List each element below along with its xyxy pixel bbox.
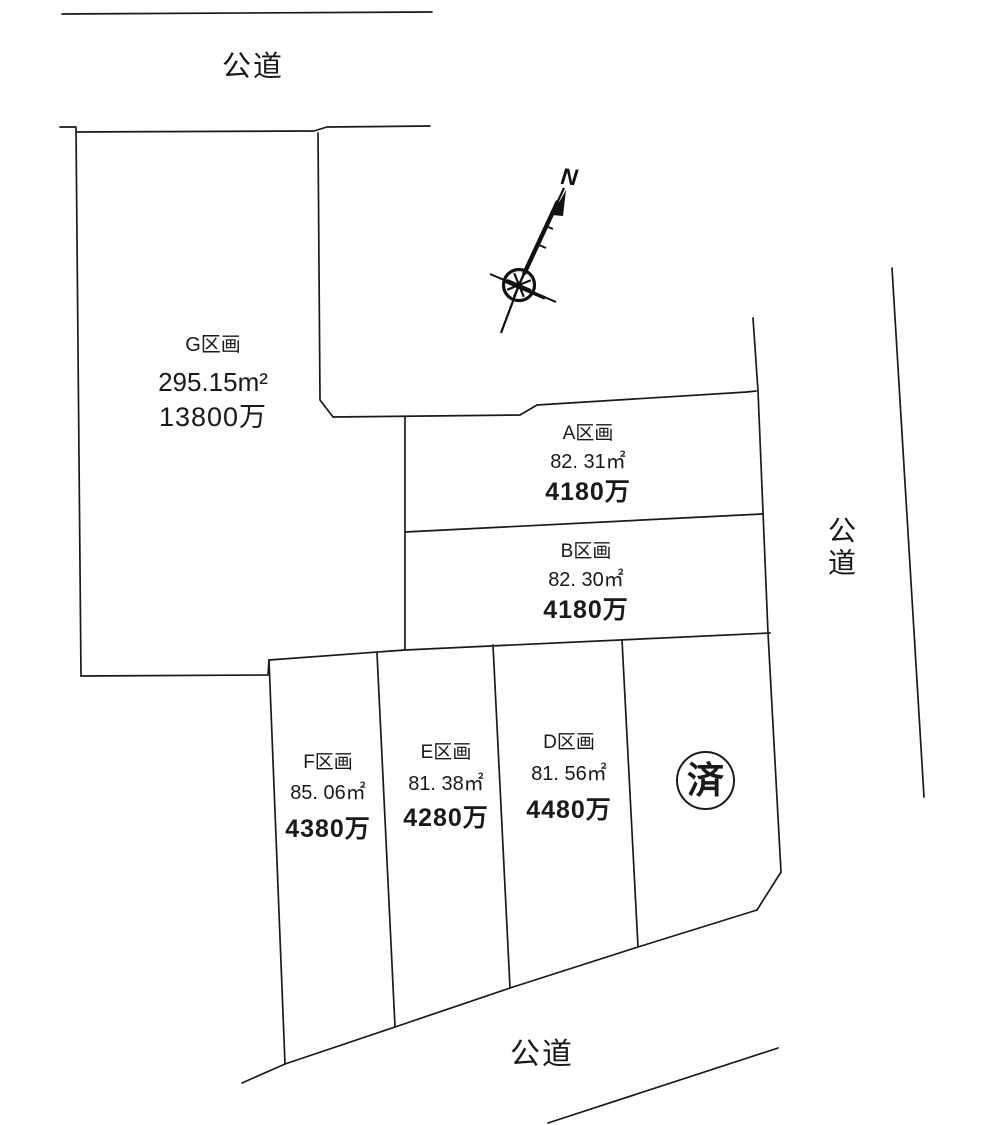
parcel-info-G: G区画 295.15m² 13800万 xyxy=(158,335,268,431)
parcel-info-F: F区画 85. 06㎡ 4380万 xyxy=(285,753,371,842)
parcel-area: 295.15m² xyxy=(158,367,268,397)
road-label-bottom: 公道 xyxy=(510,1038,574,1071)
parcel-price: 4480万 xyxy=(526,796,612,824)
parcel-info-B: B区画 82. 30㎡ 4180万 xyxy=(543,542,629,623)
bottom-row-road-edge xyxy=(241,909,758,1084)
road-edge-top xyxy=(61,11,433,15)
parcel-name: E区画 xyxy=(420,742,472,763)
parcel-area: 81. 56㎡ xyxy=(531,763,607,785)
east-boundary-upper-stub xyxy=(752,317,759,392)
parcel-g-top-edge xyxy=(75,125,431,133)
parcel-name: B区画 xyxy=(560,541,612,562)
east-block-right-edge xyxy=(756,390,782,911)
parcel-info-E: E区画 81. 38㎡ 4280万 xyxy=(403,743,489,831)
parcel-g-left-edge xyxy=(75,127,82,677)
parcel-name: F区画 xyxy=(303,752,353,773)
parcel-a-top-edge xyxy=(332,390,757,418)
parcel-name: D区画 xyxy=(543,732,595,753)
e-d-divider xyxy=(492,644,511,989)
parcel-g-bottom-edge xyxy=(80,659,270,677)
sold-badge-text: 済 xyxy=(687,760,724,801)
parcel-price: 4180万 xyxy=(545,478,631,506)
compass-north-letter: N xyxy=(560,163,580,191)
d-right-divider xyxy=(621,639,639,948)
lot-boundary-lines xyxy=(59,11,925,1124)
parcel-price: 4380万 xyxy=(285,815,371,843)
parcel-area: 81. 38㎡ xyxy=(408,773,484,795)
parcel-area: 85. 06㎡ xyxy=(290,782,366,804)
parcel-info-D: D区画 81. 56㎡ 4480万 xyxy=(526,733,612,823)
parcel-info-A: A区画 82. 31㎡ 4180万 xyxy=(545,424,631,505)
parcel-area: 82. 30㎡ xyxy=(548,569,624,591)
parcel-g-right-edge xyxy=(317,132,334,418)
parcel-f-left-edge xyxy=(268,659,286,1065)
a-b-divider xyxy=(404,513,763,533)
road-label-right: 公道 xyxy=(825,516,856,580)
parcel-price: 4180万 xyxy=(543,596,629,624)
road-edge-right xyxy=(891,267,925,798)
f-e-divider xyxy=(376,652,396,1028)
bottom-row-top-edge xyxy=(268,632,771,661)
parcel-name: G区画 xyxy=(185,334,241,356)
parcel-name: A区画 xyxy=(562,423,614,444)
sold-badge: 済 xyxy=(676,751,735,810)
parcel-area: 82. 31㎡ xyxy=(550,451,626,473)
road-label-top: 公道 xyxy=(221,51,285,83)
road-edge-bottom xyxy=(547,1047,779,1124)
parcel-price: 4280万 xyxy=(403,804,489,832)
north-compass-icon: N xyxy=(489,163,580,334)
parcel-price: 13800万 xyxy=(158,402,268,432)
